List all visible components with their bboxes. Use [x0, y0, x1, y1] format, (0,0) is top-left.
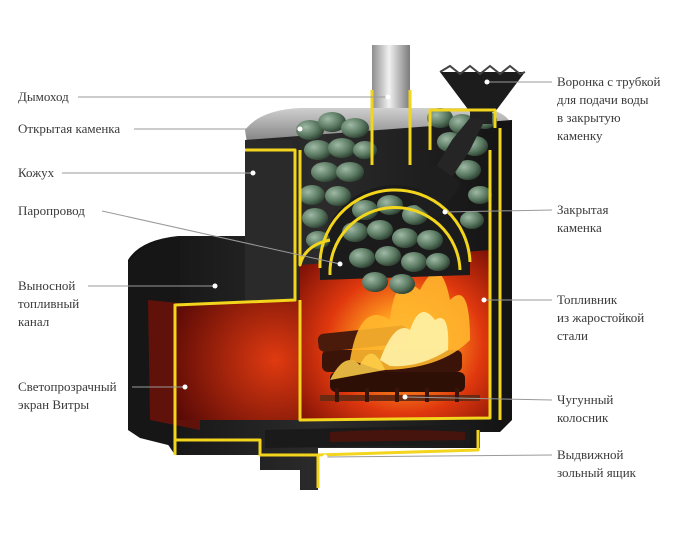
label-line: колосник	[557, 410, 609, 425]
label-line: стали	[557, 328, 588, 343]
label-line: зольный ящик	[557, 465, 636, 480]
label-line: Паропровод	[18, 203, 85, 218]
flames	[330, 272, 470, 380]
cutaway-outline	[173, 90, 502, 488]
label-line: каменка	[557, 220, 602, 235]
label-grate: Чугунный колосник	[557, 391, 613, 427]
label-line: Дымоход	[18, 89, 69, 104]
label-line: Кожух	[18, 165, 55, 180]
leader-lines	[62, 81, 553, 458]
leader-dots	[182, 79, 490, 460]
label-line: Светопрозрачный	[18, 379, 117, 394]
label-steam-pipe: Паропровод	[18, 202, 85, 220]
label-line: в закрытую	[557, 110, 621, 125]
label-line: Открытая каменка	[18, 121, 121, 136]
label-line: Выдвижной	[557, 447, 624, 462]
label-glass-screen: Светопрозрачный экран Витры	[18, 378, 117, 414]
label-line: Воронка с трубкой	[557, 74, 661, 89]
label-ash-drawer: Выдвижной зольный ящик	[557, 446, 636, 482]
label-fuel-channel: Выносной топливный канал	[18, 277, 79, 331]
label-line: Выносной	[18, 278, 76, 293]
label-chimney: Дымоход	[18, 88, 69, 106]
label-line: канал	[18, 314, 50, 329]
label-line: Чугунный	[557, 392, 614, 407]
label-line: для подачи воды	[557, 92, 649, 107]
label-casing: Кожух	[18, 164, 54, 182]
label-closed-heater: Закрытая каменка	[557, 201, 608, 237]
label-line: каменку	[557, 128, 603, 143]
label-open-heater: Открытая каменка	[18, 120, 120, 138]
label-line: Закрытая	[557, 202, 609, 217]
label-line: экран Витры	[18, 397, 90, 412]
label-firebox: Топливник из жаростойкой стали	[557, 291, 644, 345]
fuel-channel-interior	[175, 300, 300, 420]
label-line: топливный	[18, 296, 80, 311]
casing-panel	[245, 140, 293, 300]
grate	[320, 388, 480, 402]
label-line: из жаростойкой	[557, 310, 645, 325]
label-water-funnel: Воронка с трубкой для подачи воды в закр…	[557, 73, 661, 145]
ash-drawer-glow	[330, 430, 465, 442]
label-line: Топливник	[557, 292, 618, 307]
